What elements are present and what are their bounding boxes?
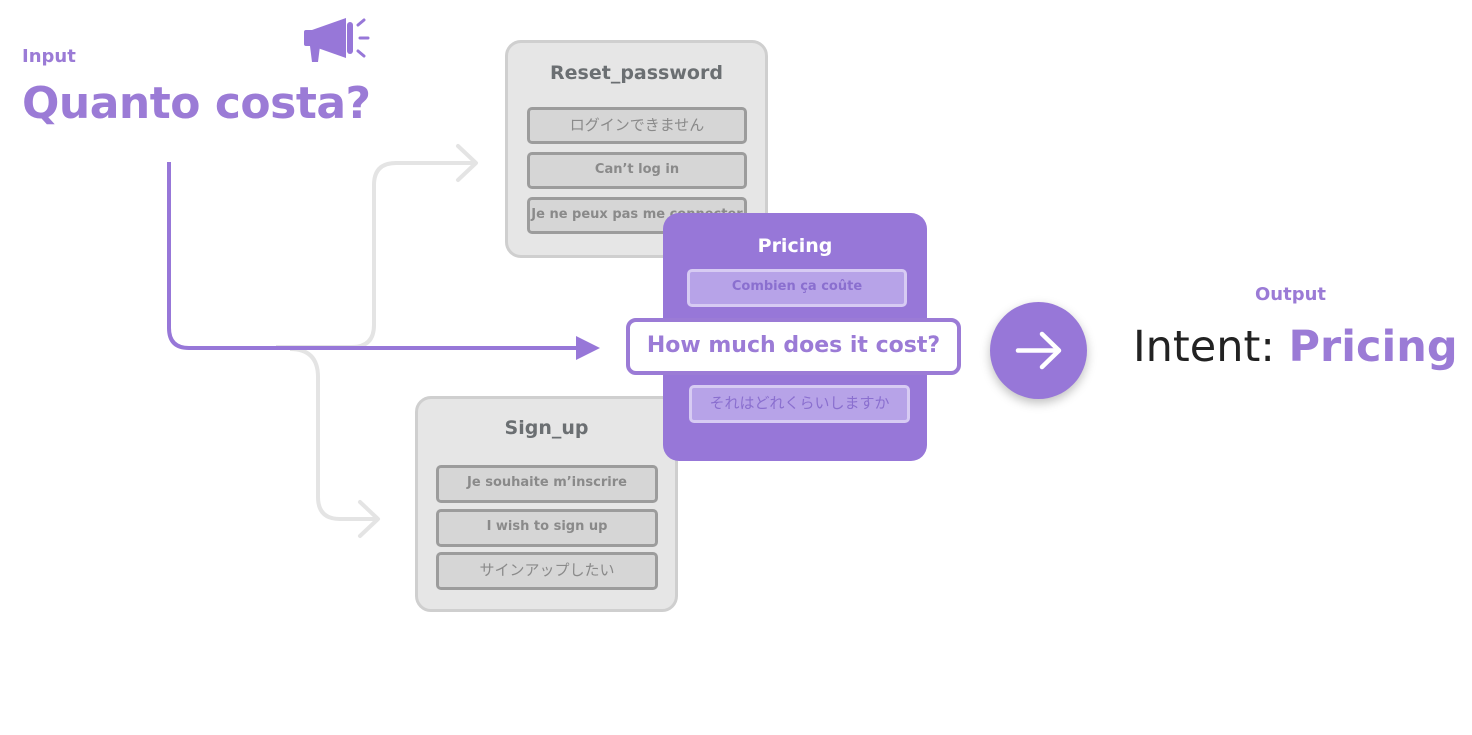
input-label: Input bbox=[22, 46, 76, 67]
intent-title-pricing: Pricing bbox=[757, 235, 833, 257]
input-utterance: Quanto costa? bbox=[22, 78, 371, 129]
connector-to-reset-password bbox=[276, 161, 474, 349]
intent-title-sign-up: Sign_up bbox=[504, 417, 589, 439]
intent-title-reset-password: Reset_password bbox=[550, 62, 723, 84]
training-phrase: Can’t log in bbox=[527, 152, 747, 189]
training-phrase: それはどれくらいしますか bbox=[689, 385, 910, 423]
output-prefix: Intent: bbox=[1133, 322, 1289, 372]
output-intent-value: Pricing bbox=[1288, 322, 1458, 372]
training-phrase: I wish to sign up bbox=[436, 509, 658, 547]
output-arrow-button bbox=[990, 302, 1087, 399]
training-phrase: サインアップしたい bbox=[436, 552, 658, 590]
arrowhead-pricing bbox=[576, 336, 600, 360]
matched-phrase: How much does it cost? bbox=[626, 318, 961, 375]
arrow-right-icon bbox=[1015, 331, 1062, 370]
connector-to-sign-up bbox=[289, 347, 376, 521]
arrowhead-reset-password bbox=[456, 144, 478, 182]
output-label: Output bbox=[1255, 284, 1327, 305]
intent-card-sign-up: Sign_up Je souhaite m’inscrire I wish to… bbox=[415, 396, 678, 612]
training-phrase: Combien ça coûte bbox=[687, 269, 907, 307]
connector-to-pricing bbox=[167, 162, 580, 350]
training-phrase: Je souhaite m’inscrire bbox=[436, 465, 658, 503]
output-result: Intent: Pricing bbox=[1133, 322, 1458, 372]
training-phrase: ログインできません bbox=[527, 107, 747, 144]
megaphone-icon bbox=[304, 18, 370, 62]
arrowhead-sign-up bbox=[358, 500, 380, 538]
